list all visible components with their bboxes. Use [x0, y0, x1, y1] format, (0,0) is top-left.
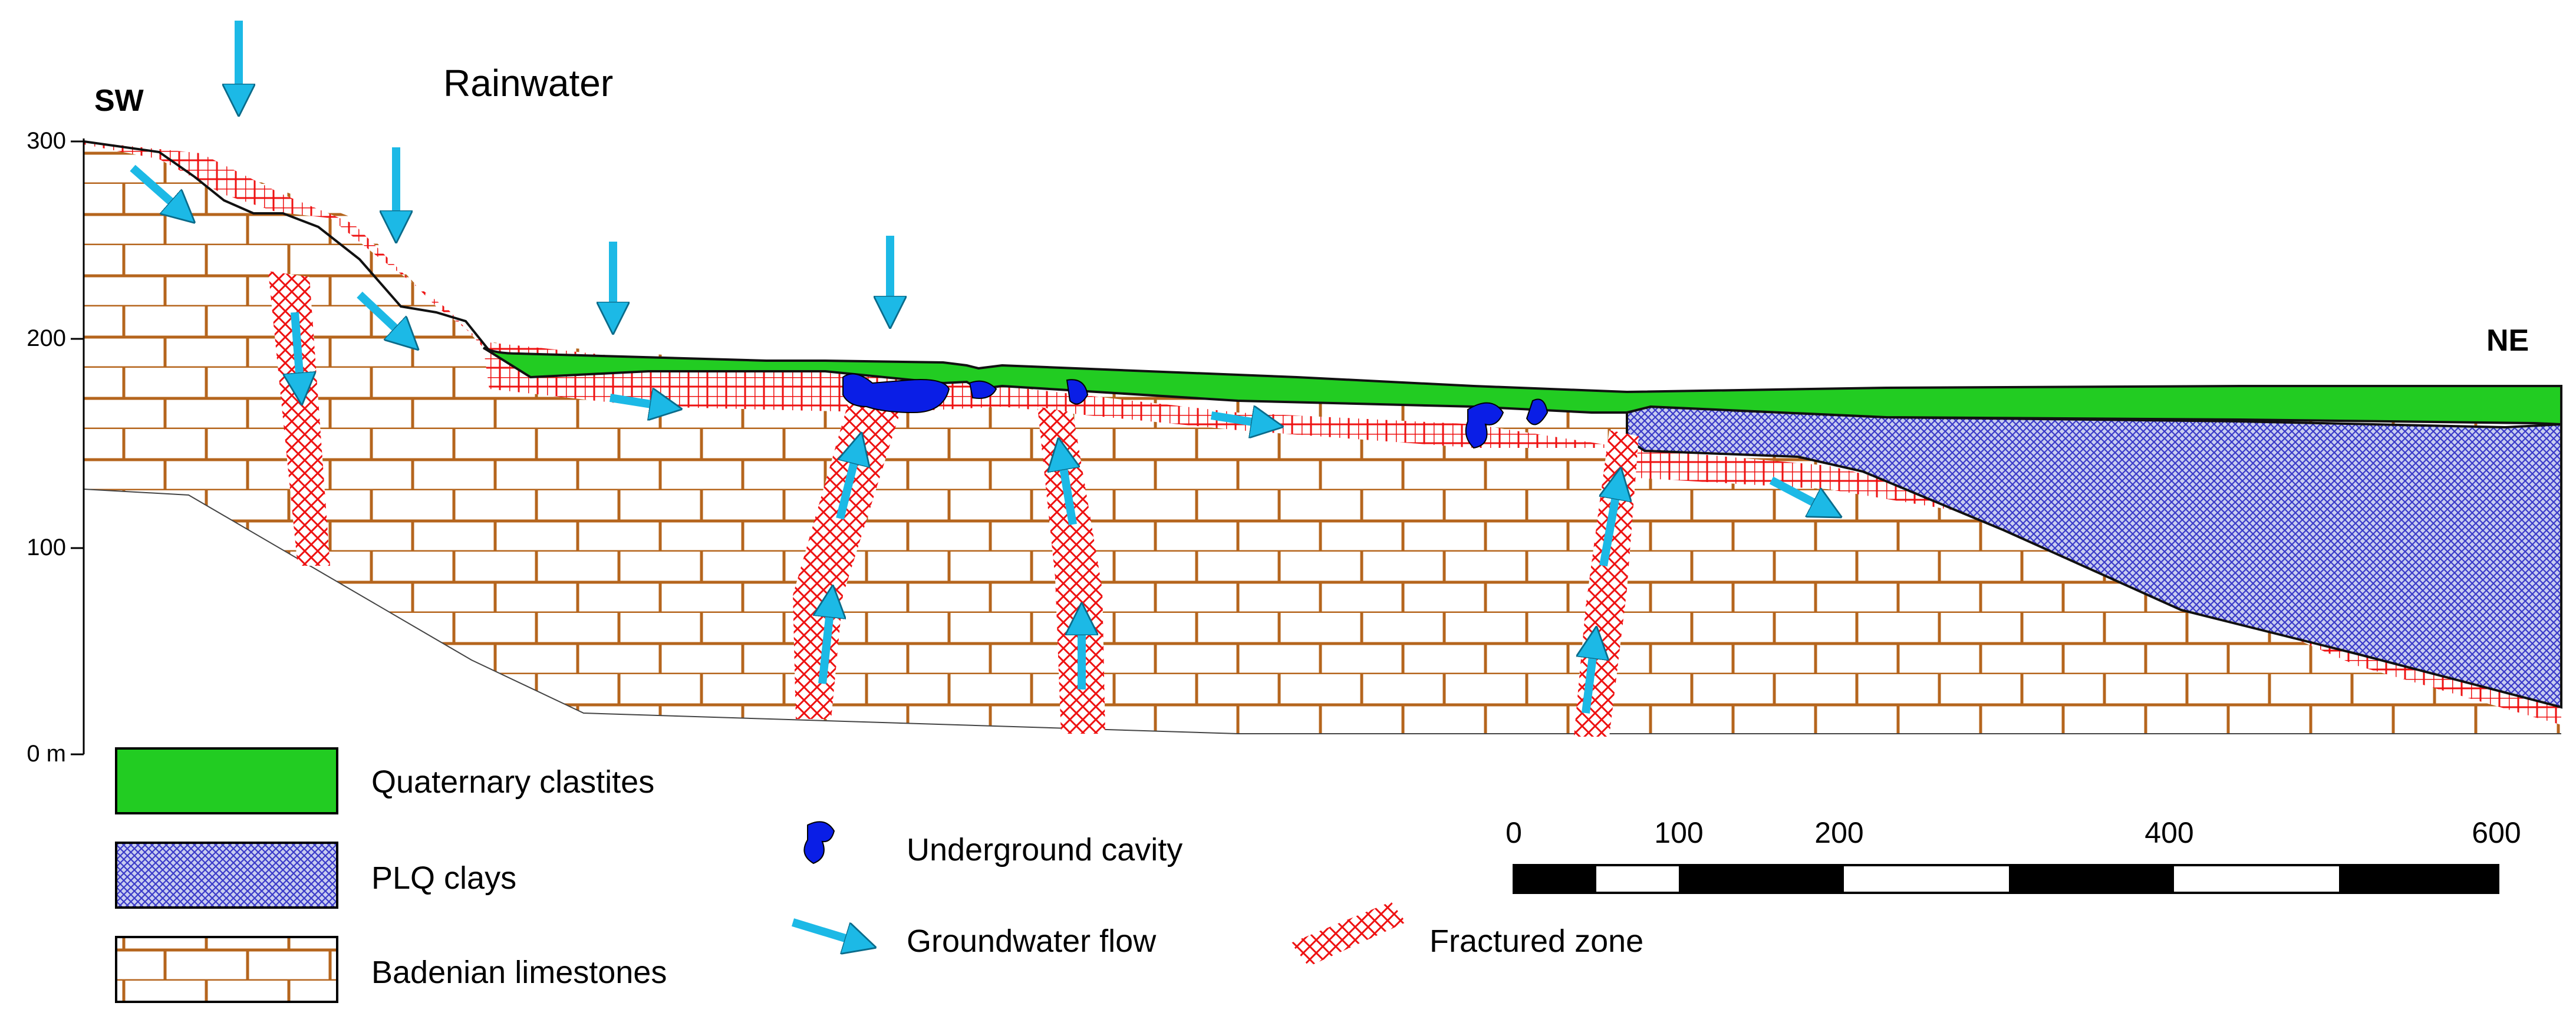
badenian-limestone-body	[84, 141, 2561, 734]
flow-arrow-8	[822, 601, 831, 684]
scale-tick-400: 400	[2145, 816, 2193, 849]
legend-label-badenian: Badenian limestones	[371, 955, 667, 990]
legend-label-cavity: Underground cavity	[907, 832, 1182, 867]
elev-tick-100: 100	[27, 535, 66, 560]
scale-bar: 0 100 200 400 600	[1506, 816, 2521, 894]
scale-tick-0: 0	[1506, 816, 1522, 849]
elev-tick-300: 300	[27, 128, 66, 154]
scale-tick-100: 100	[1654, 816, 1703, 849]
elevation-axis	[71, 138, 85, 756]
sw-label: SW	[94, 84, 144, 118]
flow-arrow-1	[130, 164, 183, 212]
fractured-surface-zone	[84, 141, 2561, 725]
elev-tick-200: 200	[27, 325, 66, 351]
flow-arrow-4	[609, 398, 666, 407]
ne-label: NE	[2486, 324, 2529, 358]
legend-label-plq: PLQ clays	[371, 860, 516, 896]
groundwater-flow-arrows	[130, 164, 1827, 714]
legend-label-fractured: Fractured zone	[1429, 923, 1643, 959]
lower-boundary-line	[83, 489, 2561, 734]
ground-surface-line	[83, 140, 490, 352]
scale-bar-frame	[1513, 864, 2499, 894]
scale-tick-600: 600	[2472, 816, 2521, 849]
cavity-3	[1066, 379, 1089, 405]
legend-swatch-badenian	[115, 936, 338, 1003]
legend-fracture-icon	[1291, 902, 1406, 966]
legend-flow-arrow-icon	[791, 918, 861, 943]
flow-arrow-7	[836, 448, 858, 520]
rainwater-arrows	[239, 21, 890, 318]
underground-cavities	[842, 373, 1549, 449]
flow-arrow-9	[1061, 454, 1073, 526]
legend: Quaternary clastites PLQ clays Badenian …	[115, 747, 1643, 1003]
elev-tick-0: 0 m	[27, 741, 66, 767]
flow-arrow-2	[357, 291, 407, 339]
fracture-zone-1	[268, 271, 330, 566]
flow-arrow-12	[1586, 642, 1595, 714]
legend-swatch-plq	[115, 842, 338, 909]
legend-label-flow: Groundwater flow	[907, 923, 1157, 959]
flow-arrow-5	[1210, 415, 1267, 424]
flow-arrow-11	[1603, 483, 1618, 567]
flow-arrow-3	[295, 312, 301, 389]
legend-cavity-icon	[803, 821, 835, 865]
cavity-5	[1526, 398, 1549, 425]
cavity-1	[842, 373, 950, 414]
rainwater-label: Rainwater	[443, 62, 613, 104]
fracture-zone-3	[1037, 407, 1105, 734]
fracture-zone-2	[793, 401, 902, 719]
legend-label-quaternary: Quaternary clastites	[371, 764, 654, 800]
flow-arrow-6	[1769, 476, 1827, 510]
cavity-2	[969, 380, 997, 399]
legend-swatch-quaternary	[115, 747, 338, 814]
scale-tick-200: 200	[1814, 816, 1863, 849]
cavity-4	[1465, 402, 1504, 449]
